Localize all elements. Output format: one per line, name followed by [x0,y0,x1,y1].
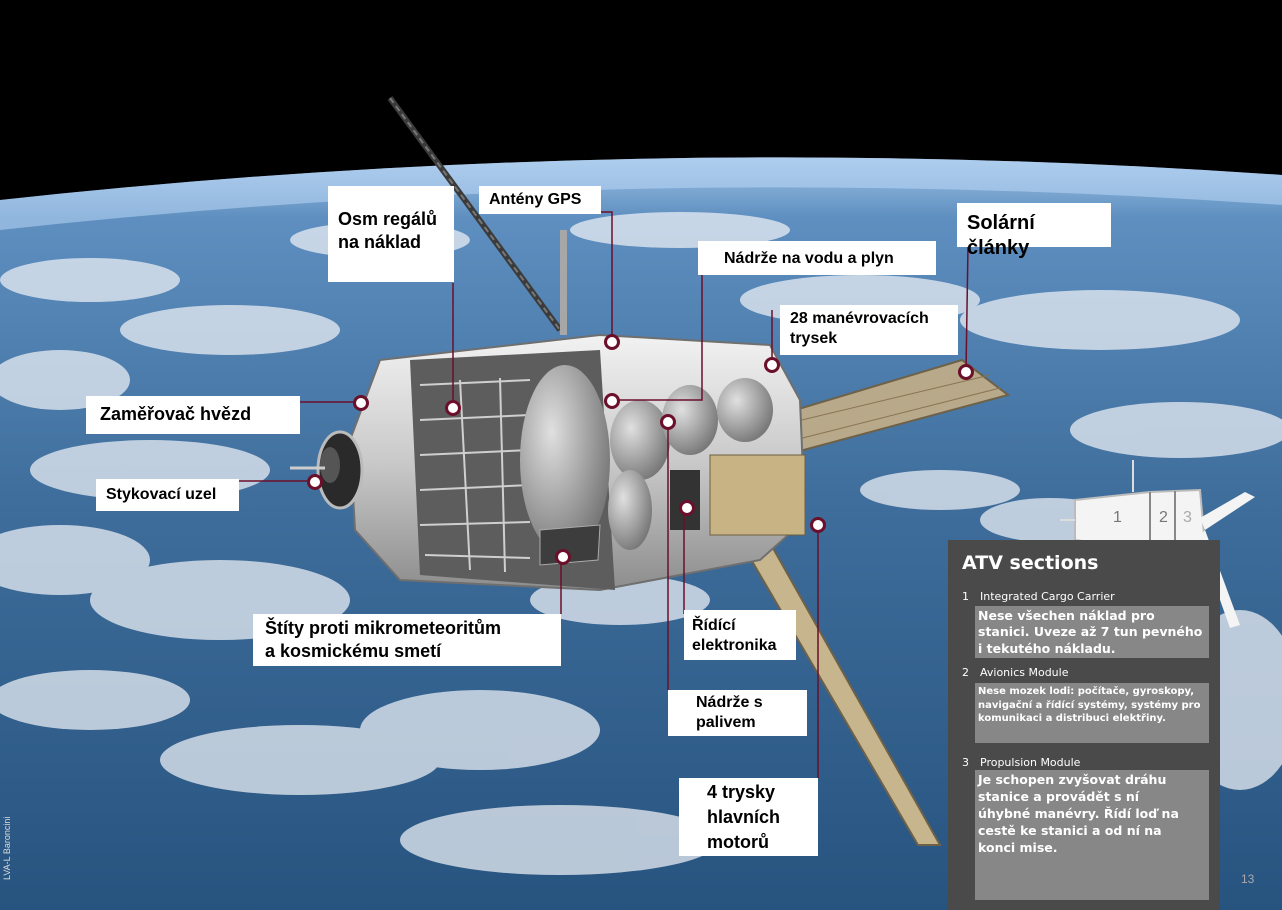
diagram-number-1: 1 [1113,509,1122,526]
marker-star-tracker [353,395,369,411]
section-1-number: 1 [962,590,969,603]
section-2-name: Avionics Module [980,666,1069,679]
marker-water-tanks [604,393,620,409]
marker-electronics [679,500,695,516]
section-3-number: 3 [962,756,969,769]
label-solar-text: Solární články [967,212,1035,259]
section-1-description: Nese všechen náklad pro stanici. Uveze a… [975,606,1209,658]
label-cargo-shelves-line2: na náklad [338,231,422,252]
label-gps-antennas: Antény GPS [479,186,601,214]
marker-docking [307,474,323,490]
label-docking-text: Stykovací uzel [106,486,217,503]
label-shields-line1: Štíty proti mikrometeoritům [265,618,502,638]
label-engines-line1: 4 trysky [707,782,776,802]
label-solar-cells: Solární články [957,203,1111,259]
atv-spacecraft [290,333,807,592]
atmosphere-glow [0,157,1282,230]
page-number: 13 [1241,872,1255,886]
marker-solar [958,364,974,380]
marker-gps [604,334,620,350]
section-3-header: 3 Propulsion Module [962,756,1080,769]
image-credit: LVA-L Baroncini [2,816,12,880]
label-electronics-line1: Řídící [692,617,736,634]
label-engines-line3: motorů [707,832,769,853]
marker-engines [810,517,826,533]
label-water-gas-tanks: Nádrže na vodu a plyn [698,241,936,275]
label-control-electronics: Řídící elektronika [684,610,796,660]
label-shields-line2: a kosmickému smetí [265,640,442,661]
gps-mast [560,230,567,335]
label-gps-text: Antény GPS [489,191,582,208]
label-fuel-tanks: Nádrže s palivem [668,690,807,736]
section-2-description: Nese mozek lodi: počítače, gyroskopy, na… [975,683,1209,743]
label-micrometeoroid-shields: Štíty proti mikrometeoritům a kosmickému… [253,614,561,666]
marker-shelves [445,400,461,416]
label-electronics-line2: elektronika [692,637,777,654]
label-water-gas-text: Nádrže na vodu a plyn [724,250,894,267]
label-fuel-line1: Nádrže s [696,694,763,711]
label-cargo-shelves: Osm regálů na náklad [328,186,454,282]
section-1-header: 1 Integrated Cargo Carrier [962,590,1115,603]
label-cargo-shelves-line1: Osm regálů [338,209,438,229]
label-thrusters-line1: 28 manévrovacích [790,310,929,327]
section-2-number: 2 [962,666,969,679]
label-engines-line2: hlavních [707,807,781,828]
label-main-engines: 4 trysky hlavních motorů [679,778,818,856]
marker-shields [555,549,571,565]
section-2-header: 2 Avionics Module [962,666,1068,679]
leader-lines [239,211,969,778]
marker-tank-2 [660,414,676,430]
label-star-tracker-text: Zaměřovač hvězd [100,404,252,424]
atv-sections-title: ATV sections [962,552,1099,574]
solar-arrays [387,96,1011,846]
section-1-name: Integrated Cargo Carrier [980,590,1115,603]
label-fuel-line2: palivem [696,714,756,731]
clouds [0,212,1282,875]
diagram-number-3: 3 [1183,509,1192,526]
section-3-description: Je schopen zvyšovat dráhu stanice a prov… [975,770,1209,900]
marker-thrusters [764,357,780,373]
section-3-name: Propulsion Module [980,756,1081,769]
diagram-number-2: 2 [1159,509,1168,526]
label-docking-node: Stykovací uzel [96,479,239,511]
label-thrusters-line2: trysek [790,330,838,347]
label-maneuver-thrusters: 28 manévrovacích trysek [780,305,958,355]
label-star-tracker: Zaměřovač hvězd [86,396,300,434]
